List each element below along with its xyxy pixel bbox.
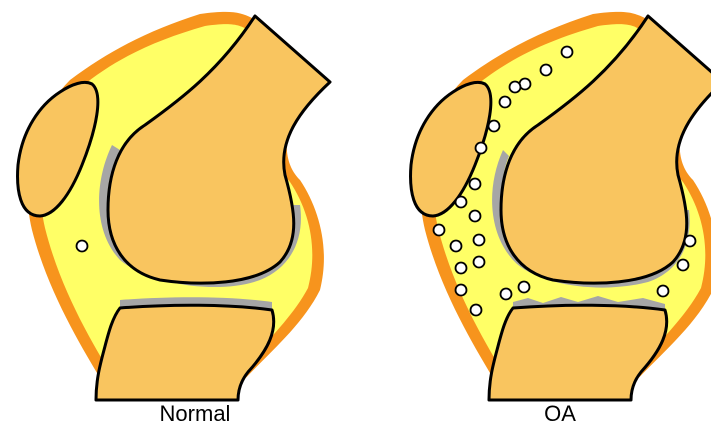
oa-particle (500, 97, 511, 108)
oa-particle (474, 257, 485, 268)
oa-particle (456, 285, 467, 296)
oa-tibia (489, 305, 667, 400)
oa-particle (451, 241, 462, 252)
oa-particle (501, 289, 512, 300)
oa-particle (489, 121, 500, 132)
oa-particle (456, 263, 467, 274)
oa-label: OA (480, 401, 640, 427)
oa-particle (434, 225, 445, 236)
oa-particle (519, 282, 530, 293)
oa-particle (474, 235, 485, 246)
oa-particle (562, 47, 573, 58)
oa-particle (510, 82, 521, 93)
oa-particle (470, 179, 481, 190)
oa-particle (541, 65, 552, 76)
normal-label: Normal (115, 401, 275, 427)
oa-particle (678, 260, 689, 271)
oa-particle (471, 305, 482, 316)
oa-particle (658, 286, 669, 297)
oa-particle (685, 236, 696, 247)
oa-particle (456, 197, 467, 208)
oa-particle (470, 211, 481, 222)
oa-particle (476, 143, 487, 154)
